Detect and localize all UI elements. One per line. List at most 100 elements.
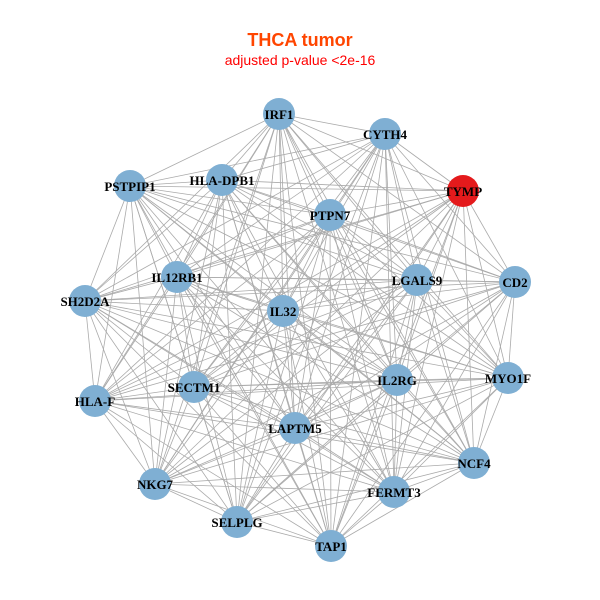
node-circle: [381, 364, 413, 396]
node-nkg7: NKG7: [137, 468, 174, 500]
node-irf1: IRF1: [263, 98, 295, 130]
edge: [176, 214, 331, 278]
node-circle: [378, 476, 410, 508]
edge: [416, 279, 509, 379]
edge: [84, 281, 516, 302]
node-circle: [79, 385, 111, 417]
edge: [236, 281, 516, 523]
edge: [221, 179, 332, 547]
edge: [282, 214, 331, 312]
edge: [462, 190, 475, 464]
node-label: SELPLG: [211, 515, 262, 530]
node-label: TYMP: [444, 184, 482, 199]
edge: [193, 279, 418, 388]
node-circle: [178, 371, 210, 403]
node-il2rg: IL2RG: [377, 364, 417, 396]
edge: [329, 214, 418, 281]
node-circle: [314, 199, 346, 231]
edge: [84, 185, 131, 302]
node-sh2d2a: SH2D2A: [60, 285, 110, 317]
edge: [129, 185, 332, 547]
edge: [507, 281, 516, 379]
edge: [129, 185, 156, 485]
node-circle: [458, 447, 490, 479]
edge: [84, 214, 331, 302]
node-ptpn7: PTPN7: [310, 199, 351, 231]
edge: [282, 310, 296, 429]
edge: [84, 300, 395, 493]
node-tap1: TAP1: [315, 530, 347, 562]
edge: [176, 276, 195, 388]
edge: [294, 379, 398, 429]
node-circle: [369, 118, 401, 150]
node-cyth4: CYTH4: [363, 118, 408, 150]
edge: [129, 185, 178, 278]
edge: [84, 300, 398, 381]
node-circle: [267, 295, 299, 327]
edge: [94, 400, 332, 547]
edge: [278, 113, 516, 283]
edge: [129, 185, 398, 381]
edge: [154, 179, 223, 485]
node-label: IL12RB1: [151, 270, 202, 285]
node-circle: [206, 164, 238, 196]
edge: [221, 179, 238, 523]
edge: [154, 462, 475, 485]
edge: [193, 379, 398, 388]
edge: [154, 214, 331, 485]
edge: [129, 185, 296, 429]
edge: [84, 300, 284, 312]
edge: [94, 379, 398, 402]
node-circle: [139, 468, 171, 500]
edge: [329, 190, 464, 216]
edge: [393, 190, 464, 493]
edge: [154, 379, 398, 485]
edge: [154, 279, 418, 485]
node-fermt3: FERMT3: [367, 476, 421, 508]
edge: [384, 133, 509, 379]
edge: [193, 386, 238, 523]
edge: [94, 400, 238, 523]
edge: [193, 190, 464, 388]
node-cd2: CD2: [499, 266, 531, 298]
edge: [193, 386, 332, 547]
edge: [329, 214, 475, 464]
edge: [396, 281, 516, 381]
node-pstpip1: PSTPIP1: [104, 170, 156, 202]
node-label: IL2RG: [377, 373, 417, 388]
node-circle: [161, 261, 193, 293]
edge: [84, 300, 195, 388]
edge: [384, 133, 516, 283]
edge: [94, 400, 156, 485]
node-label: PTPN7: [310, 208, 351, 223]
edge: [330, 379, 398, 547]
node-circle: [114, 170, 146, 202]
node-circle: [499, 266, 531, 298]
edge: [129, 113, 280, 187]
edge: [94, 400, 395, 493]
node-circle: [221, 506, 253, 538]
node-label: IRF1: [265, 107, 294, 122]
edge: [129, 185, 464, 192]
node-label: TAP1: [315, 539, 347, 554]
node-laptm5: LAPTM5: [268, 412, 322, 444]
edge: [221, 179, 475, 464]
figure-subtitle: adjusted p-value <2e-16: [224, 52, 376, 68]
node-label: IL32: [270, 304, 297, 319]
edge: [236, 462, 475, 523]
edge: [221, 179, 418, 281]
edge: [384, 133, 464, 192]
edge: [176, 276, 296, 429]
node-il12rb1: IL12RB1: [151, 261, 203, 293]
edge: [236, 279, 418, 523]
node-selplg: SELPLG: [211, 506, 263, 538]
edge: [416, 190, 464, 281]
edge: [384, 133, 398, 381]
edge: [84, 300, 475, 464]
edge: [294, 377, 509, 429]
node-il32: IL32: [267, 295, 299, 327]
node-label: LAPTM5: [268, 421, 322, 436]
edge: [84, 113, 280, 302]
node-label: PSTPIP1: [104, 179, 155, 194]
